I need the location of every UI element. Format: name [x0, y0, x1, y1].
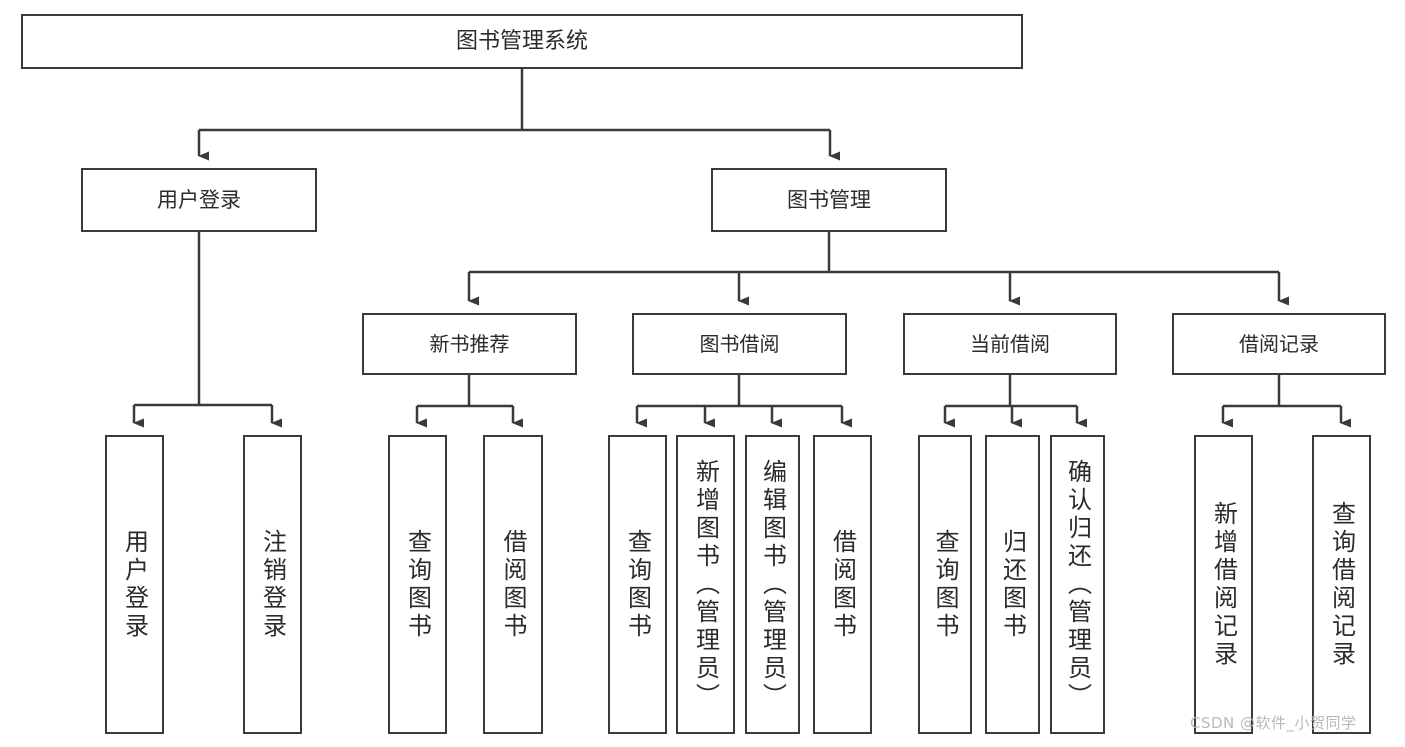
watermark-text: CSDN @软件_小贺同学 — [1190, 714, 1357, 732]
node-new-book-recommend-label: 新书推荐 — [429, 331, 510, 356]
node-root[interactable]: 图书管理系统 — [21, 14, 1023, 69]
node-user-login-label: 用户登录 — [157, 187, 241, 212]
node-book-borrow-label: 图书借阅 — [699, 331, 780, 356]
leaf-node-label: 查询借阅记录 — [1327, 500, 1356, 669]
leaf-node-label: 查询图书 — [931, 528, 959, 641]
leaf-node-label: 归还图书 — [998, 528, 1027, 641]
leaf-node[interactable]: 编辑图书（管理员） — [745, 435, 800, 734]
leaf-node[interactable]: 归还图书 — [985, 435, 1040, 734]
leaf-node[interactable]: 查询图书 — [918, 435, 972, 734]
leaf-node[interactable]: 注销登录 — [243, 435, 302, 734]
node-book-borrow[interactable]: 图书借阅 — [632, 313, 847, 375]
leaf-node-label: 确认归还（管理员） — [1063, 458, 1092, 711]
leaf-node[interactable]: 借阅图书 — [483, 435, 543, 734]
leaf-node[interactable]: 新增借阅记录 — [1194, 435, 1253, 734]
leaf-node-label: 新增借阅记录 — [1209, 500, 1238, 669]
leaf-node[interactable]: 查询借阅记录 — [1312, 435, 1371, 734]
leaf-node[interactable]: 确认归还（管理员） — [1050, 435, 1105, 734]
leaf-node-label: 编辑图书（管理员） — [758, 458, 787, 711]
leaf-node-label: 借阅图书 — [828, 528, 857, 641]
leaf-node[interactable]: 借阅图书 — [813, 435, 872, 734]
leaf-node-label: 注销登录 — [258, 528, 287, 641]
leaf-node-label: 借阅图书 — [499, 528, 527, 641]
leaf-node[interactable]: 用户登录 — [105, 435, 164, 734]
node-book-management[interactable]: 图书管理 — [711, 168, 947, 232]
leaf-node-label: 查询图书 — [623, 528, 652, 641]
leaf-node[interactable]: 新增图书（管理员） — [676, 435, 735, 734]
leaf-node-label: 查询图书 — [403, 528, 432, 641]
node-book-management-label: 图书管理 — [787, 187, 871, 212]
node-current-borrow[interactable]: 当前借阅 — [903, 313, 1117, 375]
node-user-login[interactable]: 用户登录 — [81, 168, 317, 232]
node-borrow-record-label: 借阅记录 — [1239, 331, 1319, 356]
leaf-node-label: 新增图书（管理员） — [691, 458, 720, 711]
node-borrow-record[interactable]: 借阅记录 — [1172, 313, 1386, 375]
node-current-borrow-label: 当前借阅 — [970, 331, 1050, 356]
leaf-node-label: 用户登录 — [120, 528, 149, 641]
leaf-node[interactable]: 查询图书 — [608, 435, 667, 734]
node-new-book-recommend[interactable]: 新书推荐 — [362, 313, 577, 375]
node-root-label: 图书管理系统 — [455, 28, 588, 54]
leaf-node[interactable]: 查询图书 — [388, 435, 447, 734]
